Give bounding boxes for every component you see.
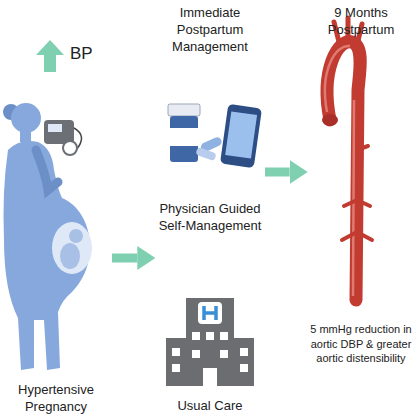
flow-arrow (112, 254, 137, 263)
fetus-head (69, 229, 83, 243)
hospital-h-symbol (204, 306, 216, 320)
aorta-highlight (325, 46, 354, 296)
treatment-group: Usual Care (150, 274, 270, 414)
window (240, 348, 248, 356)
fetus-body (60, 243, 80, 269)
node-heading: Immediate Postpartum Management (150, 4, 270, 55)
bp-gauge (63, 141, 77, 155)
figure-group: Hypertensive Pregnancy (0, 95, 112, 415)
hospital-door (203, 368, 217, 386)
bottle-cap (168, 104, 200, 116)
treatment-group: Physician Guided Self-Management (155, 92, 265, 234)
measure-label: BP (70, 44, 93, 64)
capsule (195, 147, 217, 161)
window (220, 350, 228, 358)
phone-screen (225, 111, 257, 158)
figure-neck (20, 130, 31, 142)
increase-arrow (36, 40, 64, 72)
aortic-branch (342, 146, 372, 240)
node-heading: Usual Care (150, 397, 270, 414)
node-body: 5 mmHg reduction in aortic DBP & greater… (302, 322, 420, 366)
aortic-root (322, 114, 338, 126)
figure-head (11, 103, 41, 133)
aorta (327, 42, 360, 300)
node-heading: 9 Months Postpartum (302, 4, 420, 38)
window (192, 350, 200, 358)
stage-band: Immediate Postpartum ManagementPhysician… (150, 4, 270, 416)
outcome-group: 9 Months Postpartum 5 mmHg reduction in a… (302, 4, 420, 366)
window (172, 348, 180, 356)
node-heading: Hypertensive Pregnancy (0, 381, 112, 415)
hospital-sign (198, 302, 222, 324)
window (220, 332, 228, 340)
bp-screen (48, 124, 62, 132)
bottle-label (170, 128, 198, 146)
figure-body (4, 141, 91, 370)
window (240, 364, 248, 372)
figure-arm (36, 150, 58, 190)
window (192, 332, 200, 340)
flow-arrow (265, 168, 290, 177)
womb (52, 222, 92, 274)
pill-bottle (170, 116, 198, 162)
window (172, 364, 180, 372)
smartphone (220, 104, 262, 168)
node-heading: Physician Guided Self-Management (155, 200, 265, 234)
window (206, 332, 214, 340)
hospital-wings (166, 338, 254, 386)
